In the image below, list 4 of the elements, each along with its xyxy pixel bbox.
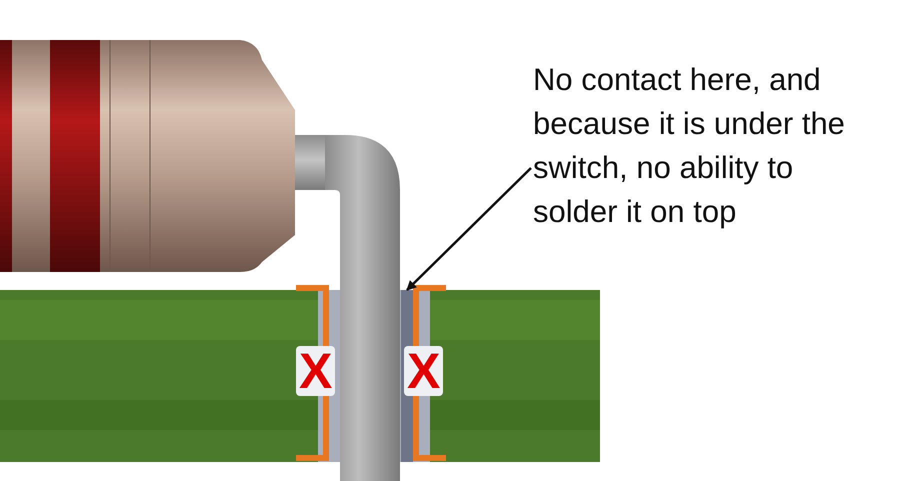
leader-line: [406, 167, 532, 291]
fault-mark: X: [296, 346, 336, 396]
callout-text: No contact here, and because it is under the switch, no ability to solder it on top: [533, 58, 878, 234]
fault-mark: X: [404, 346, 444, 396]
